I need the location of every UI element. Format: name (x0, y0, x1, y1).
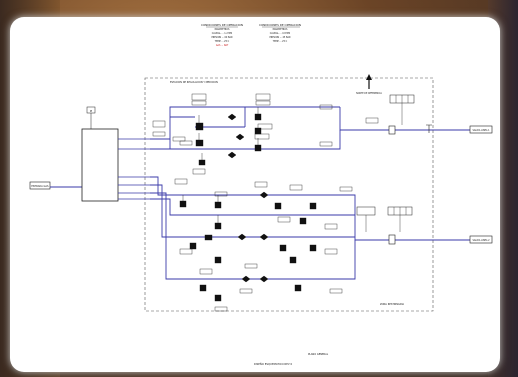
upper-meter (388, 94, 432, 135)
north-label: NORTE DE REFERENCIA (356, 92, 382, 95)
header-table-left-line: GAS ... NAT (216, 44, 229, 47)
outlet-bottom-label: SALIDA LINEA 2 (472, 239, 490, 242)
header-table-right-line: TEMP ... 25 C (273, 40, 288, 43)
header-table-right-line: PARAMETROS (273, 28, 288, 31)
lower-components (179, 191, 317, 302)
header-table-right-title: CONDICIONES DE OPERACION (259, 23, 301, 27)
bottom-note: PLANO GENERAL (308, 353, 329, 356)
outlet-top-label: SALIDA LINEA 1 (472, 129, 490, 132)
header-table-right: CONDICIONES DE OPERACION PARAMETROS CAUD… (259, 23, 301, 43)
lower-meter (356, 206, 413, 245)
frame-note: ZONA RESTRINGIDA (380, 303, 404, 306)
header-table-right-line: PRESION ... 45 BAR (269, 36, 291, 39)
station-boundary (144, 77, 434, 312)
outlet-bottom: SALIDA LINEA 2 (469, 235, 493, 244)
frame-title: ESTACION DE REGULACION Y MEDICION (170, 81, 218, 84)
header-table-left-line: TEMP ... 25 C (215, 40, 230, 43)
process-diagram: CONDICIONES DE OPERACION PARAMETROS CAUD… (29, 23, 493, 366)
north-arrow: NORTE DE REFERENCIA (356, 74, 382, 95)
header-table-left-line: PRESION ... 60 BAR (211, 36, 233, 39)
inlet-connection: ENTRADA GAS (29, 181, 82, 190)
header-table-left-title: CONDICIONES DE OPERACION (201, 23, 243, 27)
header-table-left: CONDICIONES DE OPERACION PARAMETROS CAUD… (201, 23, 243, 47)
outlet-top: SALIDA LINEA 1 (469, 125, 493, 134)
diagram-card: CONDICIONES DE OPERACION PARAMETROS CAUD… (10, 17, 500, 372)
inlet-label: ENTRADA GAS (31, 185, 49, 188)
lower-tags (174, 168, 353, 312)
separator-vessel: PI (81, 106, 119, 202)
header-table-left-line: CAUDAL ... 1.2 MM (212, 32, 233, 35)
vessel-outlet-lines (118, 138, 150, 200)
header-table-right-line: CAUDAL ... 0.8 MM (270, 32, 291, 35)
upper-tags (152, 93, 379, 147)
lower-train (150, 176, 470, 280)
footer-title: DISEÑO ESQUEMATICO REV 0 (254, 361, 293, 366)
top-instrument-tag: PI (90, 109, 93, 113)
header-table-left-line: PARAMETROS (215, 28, 230, 31)
upper-components (195, 107, 262, 166)
